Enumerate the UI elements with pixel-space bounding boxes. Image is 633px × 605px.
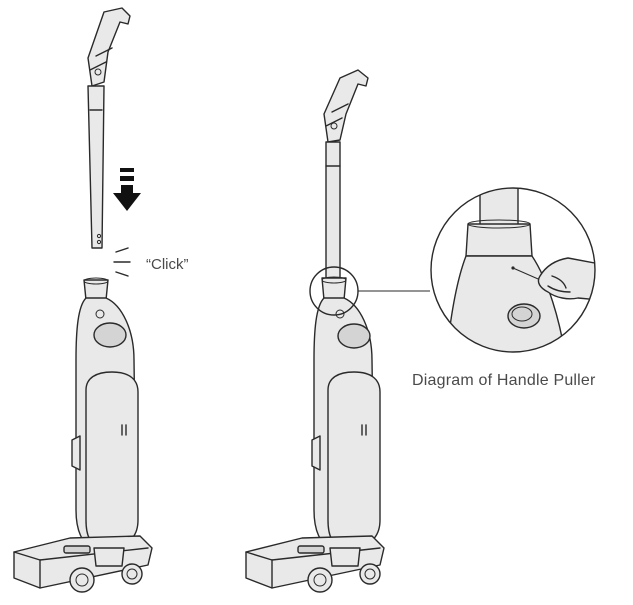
right-vacuum-body	[311, 276, 381, 549]
handle-puller-caption: Diagram of Handle Puller	[412, 372, 596, 389]
click-sound-lines	[113, 247, 131, 277]
left-vacuum-body	[71, 277, 139, 549]
detached-handle	[87, 7, 131, 249]
left-floor-head	[13, 535, 153, 593]
right-vacuum-handle	[323, 69, 369, 281]
right-floor-head	[245, 535, 385, 593]
down-arrow	[113, 168, 141, 211]
zoom-circle-border	[430, 187, 596, 353]
click-label: “Click”	[146, 256, 189, 273]
zoomed-detail	[445, 188, 595, 352]
